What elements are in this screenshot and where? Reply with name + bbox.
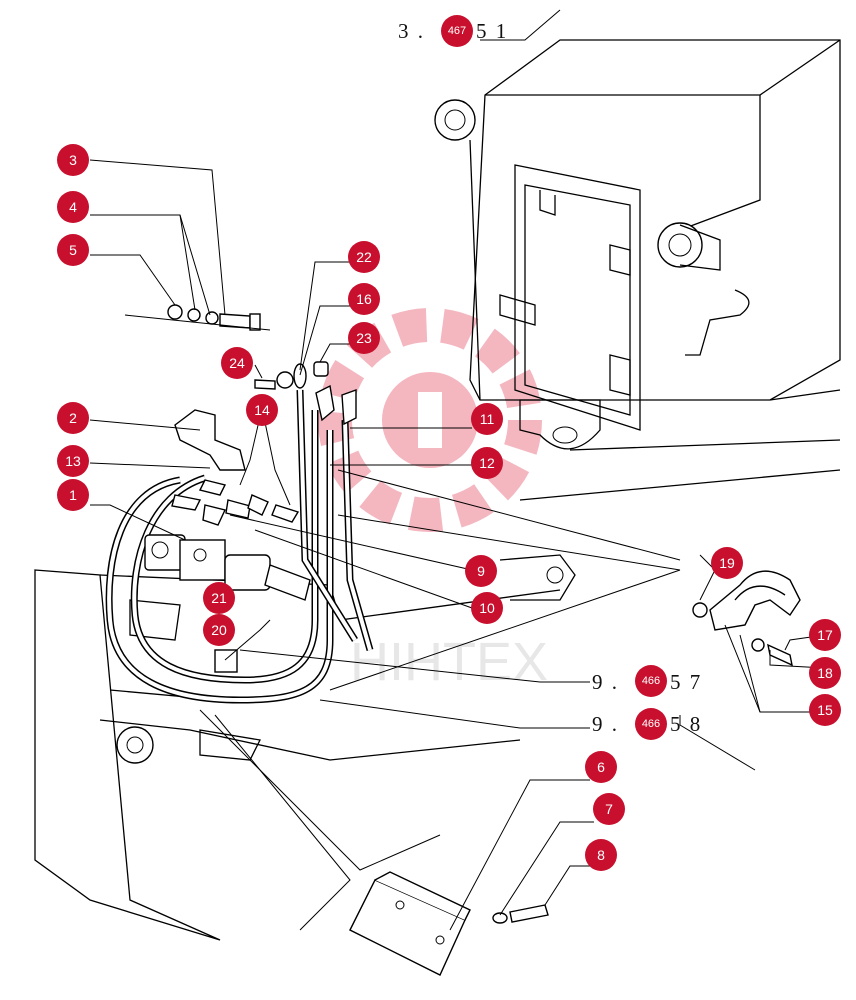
svg-text:9: 9 xyxy=(477,563,485,579)
ref-mid-badge[interactable]: 466 xyxy=(635,665,667,697)
svg-text:466: 466 xyxy=(642,675,660,687)
callout-12[interactable]: 12 xyxy=(471,447,503,479)
ref-top: 3 . 5 1 xyxy=(398,19,508,43)
clamp-parts xyxy=(692,570,801,667)
callout-7[interactable]: 7 xyxy=(593,793,625,825)
svg-text:3: 3 xyxy=(69,152,77,168)
svg-text:20: 20 xyxy=(211,622,227,638)
callout-23[interactable]: 23 xyxy=(348,322,380,354)
callout-21[interactable]: 21 xyxy=(203,582,235,614)
ref-mid-suffix: 5 7 xyxy=(670,670,702,694)
ref-low-badge[interactable]: 466 xyxy=(635,708,667,740)
ref-top-suffix: 5 1 xyxy=(476,19,508,43)
hydraulic-hoses xyxy=(105,389,374,704)
svg-text:18: 18 xyxy=(817,665,833,681)
callout-17[interactable]: 17 xyxy=(809,619,841,651)
fittings xyxy=(171,384,357,526)
ref-mid-prefix: 9 . xyxy=(592,670,619,694)
svg-text:8: 8 xyxy=(597,847,605,863)
svg-text:16: 16 xyxy=(356,291,372,307)
svg-text:10: 10 xyxy=(479,600,495,616)
svg-text:24: 24 xyxy=(229,355,245,371)
bolt-set-24-22-23 xyxy=(254,361,329,390)
callout-22[interactable]: 22 xyxy=(348,241,380,273)
svg-text:2: 2 xyxy=(69,410,77,426)
ref-low-suffix: 5 8 xyxy=(670,712,702,736)
svg-text:22: 22 xyxy=(356,249,372,265)
callout-5[interactable]: 5 xyxy=(57,234,89,266)
svg-text:11: 11 xyxy=(480,411,495,427)
svg-text:7: 7 xyxy=(605,801,613,817)
callout-24[interactable]: 24 xyxy=(221,347,253,379)
machine-frame xyxy=(434,39,841,501)
svg-text:15: 15 xyxy=(817,702,833,718)
bucket xyxy=(34,554,576,941)
svg-text:21: 21 xyxy=(211,590,227,606)
watermark-gear-logo xyxy=(318,308,542,532)
watermark-brand: HIHTEX xyxy=(350,632,548,692)
svg-text:5: 5 xyxy=(69,242,77,258)
svg-text:17: 17 xyxy=(817,627,833,643)
ref-low-prefix: 9 . xyxy=(592,712,619,736)
svg-text:466: 466 xyxy=(642,718,660,730)
svg-text:4: 4 xyxy=(69,199,77,215)
callout-11[interactable]: 11 xyxy=(471,403,503,435)
callout-4[interactable]: 4 xyxy=(57,191,89,223)
ref-mid: 9 . 5 7 xyxy=(592,670,702,694)
ref-top-prefix: 3 . xyxy=(398,19,425,43)
callout-13[interactable]: 13 xyxy=(57,445,89,477)
svg-text:19: 19 xyxy=(719,555,735,571)
callout-10[interactable]: 10 xyxy=(471,592,503,624)
callout-18[interactable]: 18 xyxy=(809,657,841,689)
svg-text:14: 14 xyxy=(254,402,270,418)
callout-16[interactable]: 16 xyxy=(348,283,380,315)
bolt-set-3-4-5 xyxy=(167,304,261,331)
svg-text:12: 12 xyxy=(479,455,495,471)
step-plate-6 xyxy=(349,871,549,976)
callout-8[interactable]: 8 xyxy=(585,839,617,871)
callout-1[interactable]: 1 xyxy=(57,479,89,511)
svg-text:1: 1 xyxy=(69,487,77,503)
callout-6[interactable]: 6 xyxy=(585,751,617,783)
ref-low: 9 . 5 8 xyxy=(592,712,702,736)
bracket-part-2 xyxy=(174,409,246,471)
callout-3[interactable]: 3 xyxy=(57,144,89,176)
ref-top-badge[interactable]: 467 xyxy=(441,15,473,47)
callout-20[interactable]: 20 xyxy=(203,614,235,646)
valve-block xyxy=(144,534,311,673)
callout-14[interactable]: 14 xyxy=(246,394,278,426)
leader-lines xyxy=(89,9,826,931)
svg-text:13: 13 xyxy=(65,453,81,469)
svg-text:23: 23 xyxy=(356,330,372,346)
callout-9[interactable]: 9 xyxy=(465,555,497,587)
callout-19[interactable]: 19 xyxy=(711,547,743,579)
svg-text:467: 467 xyxy=(448,25,466,37)
svg-text:6: 6 xyxy=(597,759,605,775)
callout-2[interactable]: 2 xyxy=(57,402,89,434)
callout-15[interactable]: 15 xyxy=(809,694,841,726)
